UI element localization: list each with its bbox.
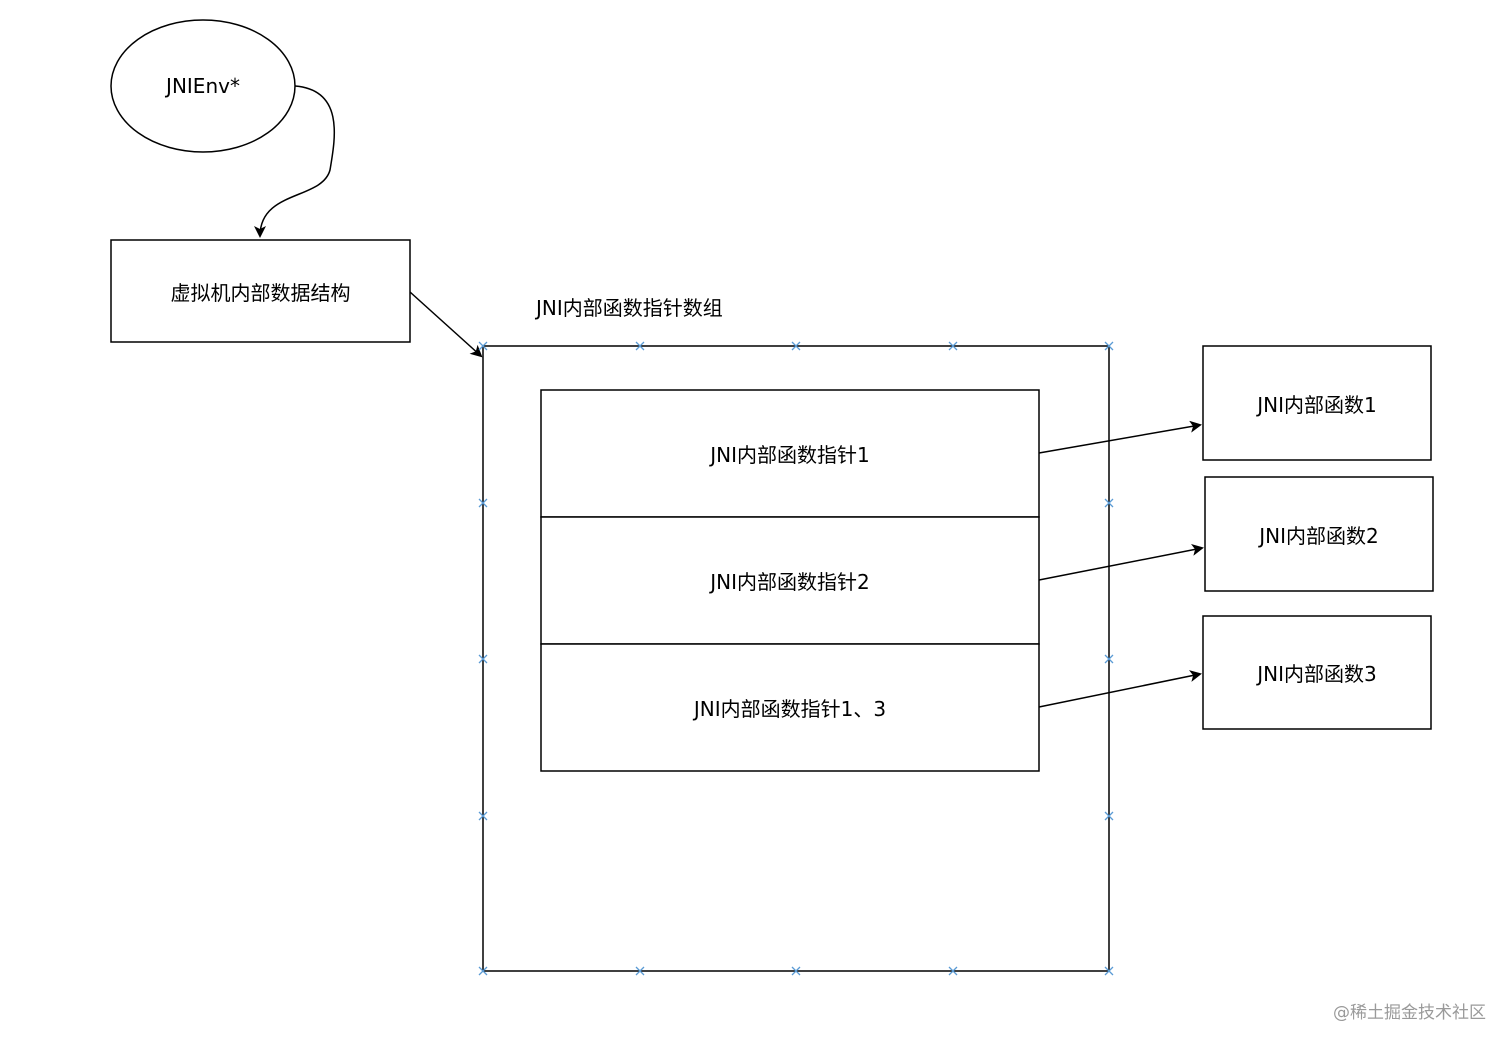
- pointer-label-3: JNI内部函数指针1、3: [693, 697, 887, 721]
- jnienv-label: JNIEnv*: [166, 74, 240, 98]
- connector-pointer3-to-function3: [1038, 670, 1202, 708]
- connector-pointer2-to-function2: [1038, 544, 1204, 581]
- function-label-3: JNI内部函数3: [1257, 662, 1377, 686]
- function-box-2[interactable]: [1204, 476, 1434, 592]
- pointer-row-3[interactable]: [540, 643, 1040, 772]
- vm-internal-label: 虚拟机内部数据结构: [170, 280, 351, 305]
- connector-vm-to-array: [409, 291, 483, 358]
- function-box-3[interactable]: [1202, 615, 1432, 730]
- watermark: @稀土掘金技术社区: [1333, 1003, 1486, 1023]
- connector-pointer1-to-function1: [1038, 420, 1202, 454]
- function-box-1[interactable]: [1202, 345, 1432, 461]
- connector-jnienv-to-vm: [254, 85, 336, 238]
- pointer-row-2[interactable]: [540, 516, 1040, 645]
- array-title: JNI内部函数指针数组: [536, 296, 723, 320]
- pointer-label-1: JNI内部函数指针1: [710, 443, 870, 467]
- function-label-1: JNI内部函数1: [1257, 392, 1377, 417]
- selection-handles: [478, 341, 1114, 976]
- function-label-2: JNI内部函数2: [1259, 523, 1379, 548]
- vm-internal-box[interactable]: [110, 239, 411, 343]
- pointer-label-2: JNI内部函数指针2: [710, 570, 870, 594]
